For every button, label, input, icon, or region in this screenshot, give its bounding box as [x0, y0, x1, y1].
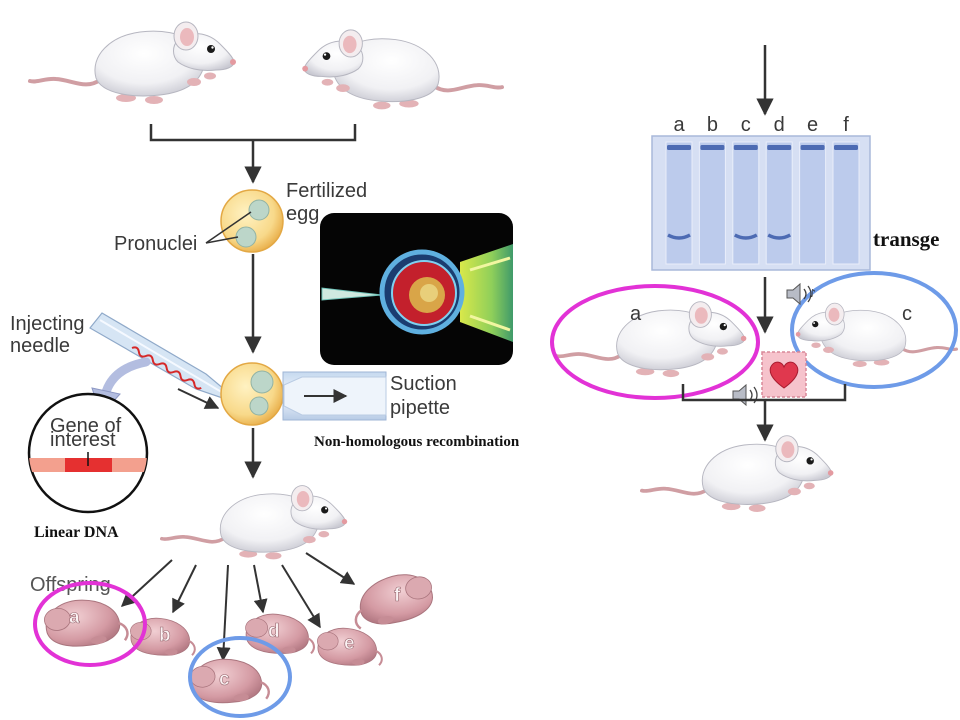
heart-icon: [761, 351, 807, 398]
gel-lane-d: [765, 141, 793, 265]
pronuclei-pointer-1: [205, 211, 252, 244]
gel-lane-label-e: e: [807, 114, 818, 136]
gel-lane-label-b: b: [707, 114, 718, 136]
highlight-mouse-a: [550, 284, 760, 400]
pup-d: [244, 613, 316, 655]
injected-egg: [220, 362, 284, 426]
zoom-arrow-shaft: [101, 357, 151, 397]
needle-highlight: [99, 319, 236, 401]
injecting-label: Injecting: [10, 313, 85, 335]
pup-d-label: d: [268, 621, 280, 642]
pup-c-label: c: [219, 669, 230, 690]
gel-band-d: [767, 233, 792, 240]
gel-well-b: [700, 145, 725, 150]
pup-f: [348, 568, 438, 631]
pup-a: [41, 592, 130, 653]
pup-b-label: b: [159, 625, 171, 646]
photo-pipette-stripe-2: [469, 314, 511, 332]
speaker-wave-4: [753, 386, 758, 404]
homozygous-offspring-mouse: [639, 433, 836, 514]
needle-label: needle: [10, 335, 70, 357]
transgenic-mouse-a: [555, 299, 749, 379]
fertilized-egg: [220, 189, 284, 253]
parent-mouse-right: [300, 27, 504, 112]
gel-lane-b: [698, 141, 726, 265]
mating-bracket: [149, 124, 357, 142]
pronuclei-pointer-2: [205, 236, 239, 244]
arrow-to-pup-b: [172, 564, 197, 614]
gel-lane-label-d: d: [774, 114, 785, 136]
highlight-pup-a: [33, 581, 147, 667]
suction-pipette: [282, 371, 387, 421]
pronucleus-upper: [248, 199, 270, 221]
pronucleus-b: [249, 396, 269, 416]
gene-of-label: Gene of: [50, 415, 122, 437]
gel-well-e: [800, 145, 825, 150]
gel-band-a: [667, 233, 691, 240]
egg-cell-injected: [220, 362, 284, 426]
pup-f-label: f: [394, 585, 401, 606]
gel-lane-e: [799, 141, 827, 265]
speaker-wave-3: [749, 389, 753, 401]
injecting-needle: [89, 312, 244, 406]
gel-well-f: [834, 145, 858, 150]
dna-strand: [131, 346, 202, 390]
gel-lane-c: [732, 141, 760, 265]
genotyping-gel: [651, 135, 871, 271]
arrow-to-pup-e: [281, 564, 321, 629]
gel-lane-f: [832, 141, 860, 265]
speaker-wave-1: [803, 288, 807, 300]
pronucleus-a: [250, 370, 274, 394]
microinjection-photo: [320, 213, 513, 365]
pronucleus-lower: [235, 226, 257, 248]
suction-label: Suction: [390, 373, 457, 395]
offspring-arrows: [120, 552, 356, 662]
speaker-icon-2[interactable]: [732, 383, 758, 407]
pronuclei-label: Pronuclei: [114, 233, 197, 255]
egg-label: egg: [286, 203, 319, 225]
heart-icon-shape: [769, 361, 799, 389]
arrow-to-pup-f: [305, 552, 356, 585]
speaker-cone: [786, 282, 801, 306]
transgenic-mouse-c: [794, 301, 959, 369]
fertilized-label: Fertilized: [286, 180, 367, 202]
pup-e-label: e: [344, 633, 355, 654]
non-homologous-label: Non-homologous recombination: [314, 434, 520, 450]
gel-lane-label-f: f: [843, 114, 849, 136]
gel-well-c: [733, 145, 758, 150]
interest-label: interest: [50, 429, 116, 451]
speaker-icon[interactable]: ♪: [786, 282, 816, 306]
arrow-to-pup-c: [216, 564, 231, 662]
gel-well-d: [767, 145, 792, 150]
gene-dna-band: [29, 452, 147, 472]
dna-in-needle: [131, 346, 202, 390]
pup-a-label: a: [69, 607, 80, 628]
photo-nucleus-core: [420, 284, 438, 302]
photo-pipette-stripe: [469, 256, 511, 272]
gel-band-c: [733, 233, 758, 240]
highlight-pup-c: [188, 636, 292, 718]
linear-dna-label: Linear DNA: [34, 524, 119, 541]
gel-lane-a: [665, 141, 693, 265]
gel-lane-label-c: c: [741, 114, 751, 136]
photo-injection-needle: [321, 287, 383, 301]
parent-mouse-left: [28, 20, 238, 106]
highlight-mouse-c: [790, 271, 958, 389]
mouse-c-label: c: [902, 303, 912, 325]
gel-lanes: [665, 141, 860, 265]
gel-lane-label-a: a: [673, 114, 685, 136]
foster-mother-mouse: [160, 483, 350, 562]
speaker-wave-2: [807, 285, 812, 303]
transgenic-label: transge: [873, 227, 940, 251]
gel-well-a: [667, 145, 691, 150]
injection-arrow: [177, 388, 220, 409]
speaker-note-glyph: ♪: [809, 287, 816, 300]
gene-of-interest-inset: Gene of interest: [27, 392, 149, 514]
arrow-to-pup-a: [120, 559, 173, 607]
mouse-a-label: a: [630, 303, 642, 325]
speaker-cone-2: [732, 383, 747, 407]
arrow-to-pup-d: [253, 564, 268, 614]
pipette-label: pipette: [390, 397, 450, 419]
